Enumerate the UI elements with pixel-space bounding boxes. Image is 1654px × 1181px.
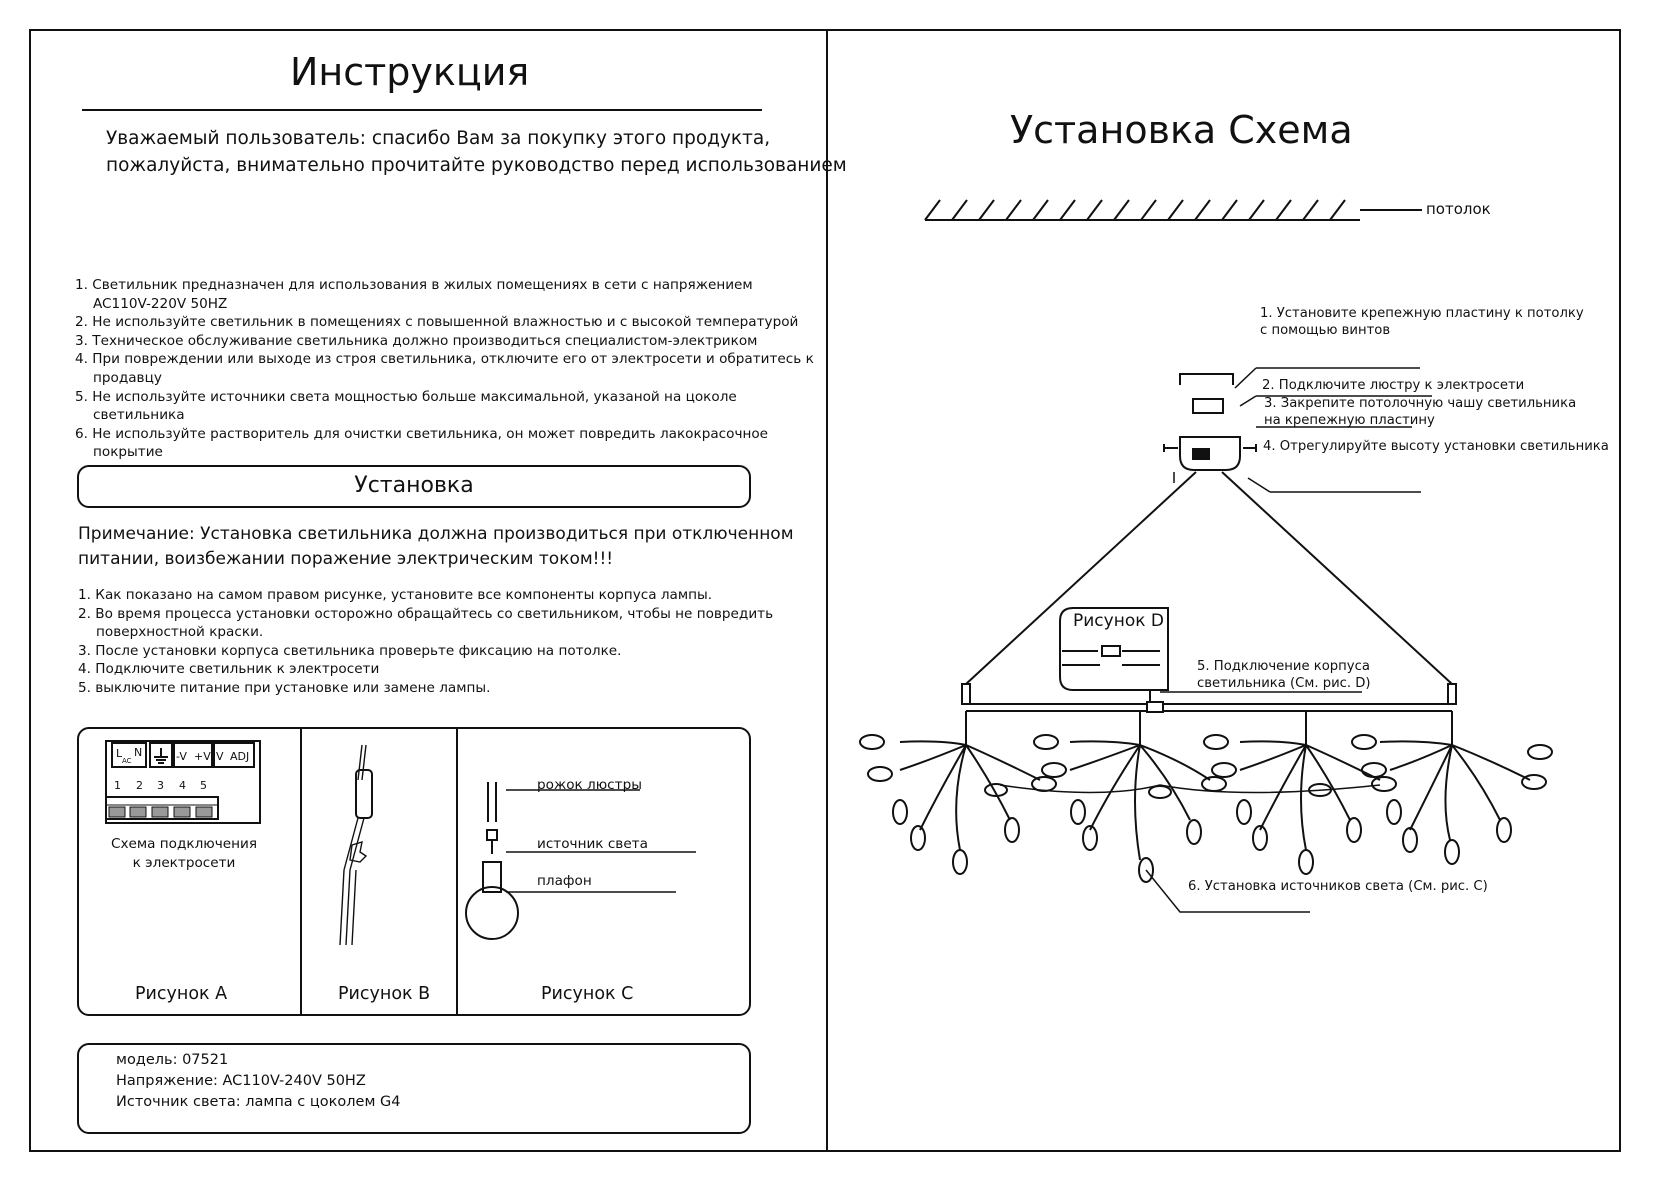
rule-line: продавцу xyxy=(93,369,162,386)
terminal-block-diagram xyxy=(105,740,261,824)
terminal-label-plus-v: +V xyxy=(194,750,211,763)
step-line: 1. Как показано на самом правом рисунке,… xyxy=(78,587,713,603)
rule-line: 4. При повреждении или выходе из строя с… xyxy=(75,351,814,368)
annotation-line: на крепежную пластину xyxy=(1264,413,1435,428)
rule-line: покрытие xyxy=(93,444,163,461)
spec-model: модель: 07521 xyxy=(116,1052,229,1068)
step-6-leader xyxy=(1145,869,1310,913)
note-line: питании, воизбежании поражение электриче… xyxy=(78,549,614,569)
branch-cluster xyxy=(899,740,1531,861)
figure-c-caption: Рисунок C xyxy=(541,984,634,1004)
figure-b-caption: Рисунок B xyxy=(338,984,431,1004)
specs-text: модель: 07521 Напряжение: AC110V-240V 50… xyxy=(116,1050,400,1113)
rule-line: 5. Не используйте источники света мощнос… xyxy=(75,388,737,405)
rule-line: светильника xyxy=(93,407,185,424)
terminal-number: 1 xyxy=(114,779,121,792)
wiring-label-line: Схема подключения xyxy=(110,836,258,852)
rule-line: AC110V-220V 50HZ xyxy=(93,295,228,312)
spec-voltage: Напряжение: AC110V-240V 50HZ xyxy=(116,1073,366,1089)
rule-line: 1. Светильник предназначен для использов… xyxy=(75,277,753,293)
step-line: 3. После установки корпуса светильника п… xyxy=(78,642,622,659)
terminal-label-n: N xyxy=(134,746,142,759)
figure-d-caption: Рисунок D xyxy=(1073,611,1164,631)
specs-box xyxy=(77,1043,751,1134)
terminal-label-v: V xyxy=(216,750,224,763)
annotation-step-2: 2. Подключите люстру к электросети xyxy=(1262,378,1525,393)
figures-box: Рисунок A Рисунок B Рисунок C Схема подк… xyxy=(77,727,751,1016)
annotation-line: 1. Установите крепежную пластину к потол… xyxy=(1260,306,1584,321)
annotation-line: светильника (См. рис. D) xyxy=(1197,676,1371,691)
terminal-label-ac: AC xyxy=(122,757,132,765)
annotation-line: 5. Подключение корпуса xyxy=(1197,659,1370,674)
step-line: 4. Подключите светильник к электросети xyxy=(78,661,380,678)
rule-line: 3. Техническое обслуживание светильника … xyxy=(75,332,758,349)
figure-separator xyxy=(300,729,302,1014)
rule-line: 6. Не используйте растворитель для очист… xyxy=(75,425,769,442)
intro-text: Уважаемый пользователь: спасибо Вам за п… xyxy=(106,125,847,179)
terminal-label-adj: ADJ xyxy=(230,750,249,763)
ceiling-hatch xyxy=(924,199,1422,221)
terminal-number: 2 xyxy=(136,779,143,792)
step-line: поверхностной краски. xyxy=(96,624,264,641)
rule-line: 2. Не используйте светильник в помещения… xyxy=(75,314,799,331)
annotation-line: с помощью винтов xyxy=(1260,323,1391,338)
safety-rules-list: 1. Светильник предназначен для использов… xyxy=(75,276,814,462)
mounting-parts xyxy=(1163,367,1432,493)
label-shade: плафон xyxy=(537,873,592,889)
annotation-step-5: 5. Подключение корпуса светильника (См. … xyxy=(1197,658,1371,692)
intro-line: пожалуйста, внимательно прочитайте руков… xyxy=(106,155,847,176)
terminal-number: 5 xyxy=(200,779,207,792)
instructions-title: Инструкция xyxy=(290,50,530,94)
annotation-step-3: 3. Закрепите потолочную чашу светильника… xyxy=(1264,395,1576,429)
title-underline xyxy=(82,109,762,111)
install-heading: Установка xyxy=(354,473,474,498)
terminal-label-minus-v: -V xyxy=(176,750,187,763)
figure-d-callout xyxy=(1059,607,1362,702)
page-frame xyxy=(29,29,1621,1152)
wiring-diagram-label: Схема подключения к электросети xyxy=(109,835,259,873)
schema-title: Установка Схема xyxy=(1010,108,1353,152)
annotation-step-1: 1. Установите крепежную пластину к потол… xyxy=(1260,305,1584,339)
figure-a-caption: Рисунок A xyxy=(135,984,228,1004)
branch-leaf-tips xyxy=(859,734,1553,883)
wiring-label-line: к электросети xyxy=(132,855,236,871)
label-lamp-arm: рожок люстры xyxy=(537,777,642,793)
annotation-step-6: 6. Установка источников света (См. рис. … xyxy=(1188,879,1488,894)
safety-note: Примечание: Установка светильника должна… xyxy=(78,522,794,572)
annotation-line: 3. Закрепите потолочную чашу светильника xyxy=(1264,396,1577,411)
terminal-number: 4 xyxy=(179,779,186,792)
page-divider xyxy=(826,29,828,1152)
step-line: 2. Во время процесса установки осторожно… xyxy=(78,605,774,622)
terminal-number: 3 xyxy=(157,779,164,792)
annotation-step-4: 4. Отрегулируйте высоту установки светил… xyxy=(1263,439,1609,454)
note-line: Примечание: Установка светильника должна… xyxy=(78,524,794,544)
install-heading-box: Установка xyxy=(77,465,751,508)
terminal-label-l: L xyxy=(116,747,123,760)
spec-light-source: Источник света: лампа с цоколем G4 xyxy=(116,1094,401,1110)
figure-separator xyxy=(456,729,458,1014)
step-line: 5. выключите питание при установке или з… xyxy=(78,679,491,696)
label-light-source: источник света xyxy=(537,836,648,852)
cable-hook-figure xyxy=(339,744,373,946)
install-steps-list: 1. Как показано на самом правом рисунке,… xyxy=(78,586,773,698)
lamp-assembly-figure xyxy=(465,782,696,940)
intro-line: Уважаемый пользователь: спасибо Вам за п… xyxy=(106,128,771,149)
ceiling-label: потолок xyxy=(1426,200,1491,218)
chandelier-frame xyxy=(961,471,1457,745)
